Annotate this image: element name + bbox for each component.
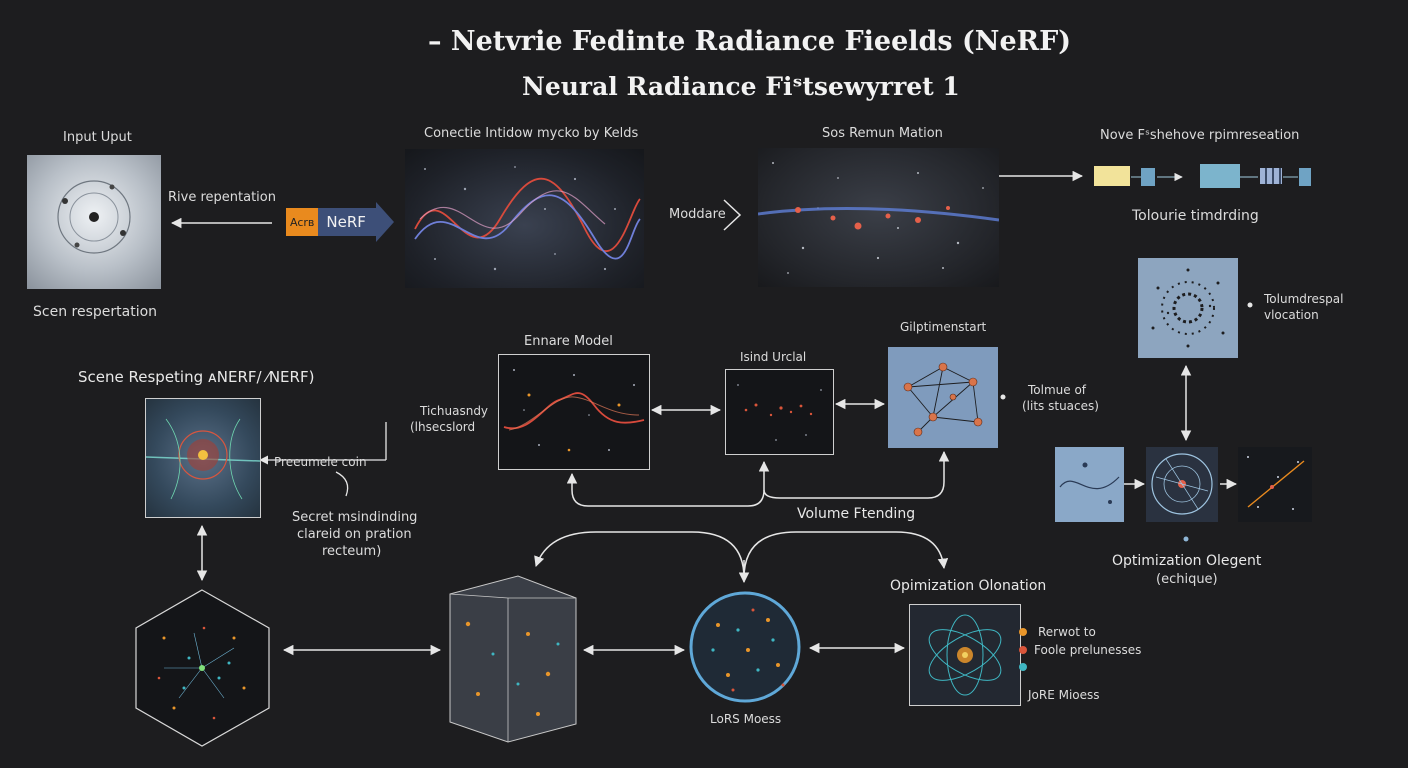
moddare-label: Moddare <box>669 207 726 222</box>
isind-scatter-graphic <box>737 384 822 441</box>
scene-respeting-label: Scene Respeting ᴀNERF/ ⁄NERF) <box>78 368 315 386</box>
starfield-line-icon <box>1247 456 1305 510</box>
dots-ring-graphic <box>1151 268 1225 348</box>
spiral-graphic <box>928 614 1002 696</box>
tolumdrespal-label-2: vlocation <box>1264 308 1319 322</box>
opimization-label: Opimization Olonation <box>890 578 1047 594</box>
dots-ring-panel <box>1138 258 1238 358</box>
wave-graphic <box>414 166 641 271</box>
lors-label: LoRS Moess <box>710 712 782 726</box>
right-blue-panel <box>1055 447 1124 522</box>
curve-to-opt <box>743 531 949 579</box>
scene-sphere-panel <box>145 398 261 518</box>
nerf-tag-main: NeRF <box>318 208 376 236</box>
tolumdrespal-label-1: Tolumdrespal <box>1264 292 1344 306</box>
tolourie-label: Tolourie timdrding <box>1132 208 1259 224</box>
orbit-icon <box>57 180 131 254</box>
nerf-arrow-icon <box>375 202 394 242</box>
pipeline-block-wide <box>1200 164 1240 188</box>
tolmue-label-1: Tolmue of <box>1028 383 1087 397</box>
star-stream-graphic <box>758 162 999 274</box>
scene-representation-label: Scen respertation <box>33 304 158 320</box>
loop-arrow-left <box>566 460 770 507</box>
hexagon-point-cloud-graphic <box>135 589 270 747</box>
pipeline-block-grid <box>1260 168 1282 184</box>
secret-label-1: Secret msindinding <box>292 510 418 525</box>
curve-to-cube <box>534 531 745 579</box>
pipeline-label: Nove Fˢshehove rpimreseation <box>1100 128 1300 143</box>
legend-dot-orange <box>1019 628 1027 636</box>
pipeline-block-small <box>1141 168 1155 186</box>
tichuasndy-label-2: (lhsecslord <box>410 420 476 434</box>
gilp-network-panel <box>888 347 998 448</box>
secret-label-3: recteum) <box>322 544 382 559</box>
pipeline-block-yellow <box>1094 166 1130 186</box>
ennare-model-panel <box>498 354 650 470</box>
legend-item-1: Rerwot to <box>1038 625 1096 639</box>
wave-panel <box>405 149 644 288</box>
isind-label: Isind Urclal <box>740 350 807 364</box>
ennare-label: Ennare Model <box>524 334 613 349</box>
ennare-wave-graphic <box>503 369 645 452</box>
loop-arrow-right <box>763 450 950 499</box>
pipeline-block-end <box>1299 168 1311 186</box>
cube-panel <box>448 574 578 744</box>
wave-panel-label: Conectie Intidow mycko by Kelds <box>424 126 639 141</box>
isind-panel <box>725 369 834 455</box>
hexagon-panel <box>134 588 271 748</box>
volume-label: Volume Ftending <box>797 506 916 522</box>
opt-spiral-panel <box>909 604 1021 706</box>
circle-network-icon <box>1151 453 1213 515</box>
chevron-moddare-icon <box>723 199 742 231</box>
sphere-point-cloud-graphic <box>689 591 801 703</box>
gilp-label: Gilptimenstart <box>900 320 987 334</box>
nerf-tag-small: Acrв <box>286 208 319 236</box>
cube-volume-graphic <box>449 575 577 743</box>
legend-dot-teal <box>1019 663 1027 671</box>
page-subtitle: Neural Radiance Fiˢtsewyrret 1 <box>522 72 960 101</box>
preeumele-label: Preeumele coin <box>274 455 367 469</box>
secret-label-2: clareid on pration <box>297 527 412 542</box>
optimization-label-2: (echique) <box>1156 572 1218 587</box>
legend-item-2: Foole prelunesses <box>1034 643 1142 657</box>
input-label: Input Uput <box>63 130 132 145</box>
legend-dot-red <box>1019 646 1027 654</box>
input-image-panel <box>27 155 161 289</box>
tolmue-label-2: (lits stuaces) <box>1022 399 1099 413</box>
stars-panel <box>758 148 999 287</box>
jore-label: JoRE Mioess <box>1028 688 1100 702</box>
page-title: – Netvrie Fedinte Radiance Fieelds (NeRF… <box>428 26 1072 57</box>
optimization-label-1: Optimization Olegent <box>1112 553 1262 569</box>
rive-representation-label: Rive repentation <box>168 190 276 205</box>
curve-icon <box>1059 462 1120 504</box>
tichuasndy-label-1: Tichuasndy <box>420 404 489 418</box>
right-dark-panel <box>1238 447 1312 522</box>
network-graph-icon <box>903 362 983 437</box>
sphere-panel <box>688 590 802 704</box>
glowing-sphere-icon <box>146 418 260 500</box>
nerf-tag: Acrв NeRF <box>286 202 394 242</box>
right-circle-panel <box>1146 447 1218 522</box>
stars-panel-label: Sos Remun Mation <box>822 126 943 141</box>
